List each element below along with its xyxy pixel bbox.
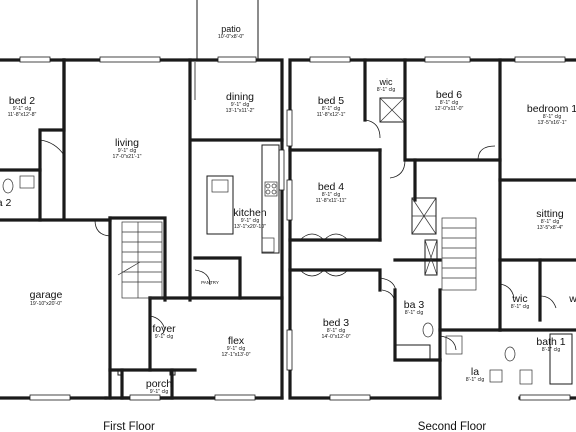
bed-3-dims1: 8'-1" clg <box>327 328 346 334</box>
sitting-dims2: 13'-5"x8'-4" <box>537 225 563 231</box>
first-floor-label: First Floor <box>103 421 155 432</box>
wic-right-label: wic <box>511 293 527 305</box>
wic-top-label: wic <box>379 77 393 87</box>
second-floor-interior-walls <box>288 58 576 362</box>
bed-6-dims1: 8'-1" clg <box>440 100 459 106</box>
patio-dims: 10'-0"x8'-0" <box>218 34 244 40</box>
first-floor-interior-walls <box>0 58 284 400</box>
garage-dims: 19'-10"x20'-0" <box>30 301 62 307</box>
wic-right-dims: 8'-1" clg <box>511 304 530 310</box>
patio <box>196 0 259 60</box>
porch-label: porch <box>146 378 172 390</box>
bed-6-label: bed 6 <box>436 89 462 101</box>
second-floor-closets <box>379 97 438 276</box>
bath-3-label: ba 3 <box>404 299 425 311</box>
bath-2-fixtures <box>2 175 35 194</box>
second-floor-bath-fixtures <box>395 322 573 385</box>
bed-2-dims2: 11'-8"x12'-8" <box>8 112 37 118</box>
bath-1-label: bath 1 <box>536 336 565 348</box>
bedroom-1-dims2: 13'-5"x16'-1" <box>537 120 566 126</box>
foyer-label: foyer <box>152 323 176 335</box>
bed-5-dims1: 8'-1" clg <box>322 106 341 112</box>
living-label: living <box>115 137 139 149</box>
dining-label: dining <box>226 91 254 103</box>
bed-6-dims2: 12'-0"x11'-0" <box>435 106 464 112</box>
second-floor-windows <box>286 56 571 401</box>
bedroom-1-dims1: 8'-1" clg <box>543 114 562 120</box>
laundry-label: la <box>471 366 479 378</box>
bath-1-dims: 8'-1" clg <box>542 347 561 353</box>
first-floor-windows <box>19 56 285 401</box>
sitting-dims1: 8'-1" clg <box>541 219 560 225</box>
foyer-dims: 9'-1" clg <box>155 334 174 340</box>
bed-4-dims1: 8'-1" clg <box>322 192 341 198</box>
dining-dims1: 9'-1" clg <box>231 102 250 108</box>
wic-top-dims: 8'-1" clg <box>377 87 396 93</box>
flex-label: flex <box>228 335 245 347</box>
flex-dims2: 12'-1"x13'-0" <box>221 352 250 358</box>
dining-dims2: 13'-1"x11'-2" <box>226 108 255 114</box>
patio-label: patio <box>221 24 241 34</box>
bed-4-label: bed 4 <box>318 181 344 193</box>
kitchen-dims1: 9'-1" clg <box>241 218 260 224</box>
first-floor-plan: patio 10'-0"x8'-0" bed 2 9'-1" clg 11'-8… <box>0 0 285 432</box>
kitchen-fixtures <box>206 144 280 254</box>
living-dims1: 9'-1" clg <box>118 148 137 154</box>
bedroom-1-label: bedroom 1 <box>527 103 576 115</box>
bed-2-label: bed 2 <box>9 95 35 107</box>
bed-3-label: bed 3 <box>323 317 349 329</box>
bed-5-dims2: 11'-8"x12'-1" <box>317 112 346 118</box>
bed-5-label: bed 5 <box>318 95 344 107</box>
second-floor-label: Second Floor <box>418 421 487 432</box>
second-floor-plan: bed 5 8'-1" clg 11'-8"x12'-1" wic 8'-1" … <box>286 56 576 432</box>
bed-3-dims2: 14'-0"x12'-0" <box>321 334 350 340</box>
pantry-label: PANTRY <box>201 280 219 285</box>
flex-dims1: 9'-1" clg <box>227 346 246 352</box>
bath-3-dims: 8'-1" clg <box>405 310 424 316</box>
living-dims2: 17'-0"x21'-1" <box>112 154 141 160</box>
second-floor-doors <box>299 119 557 351</box>
first-floor-stairs <box>117 221 163 299</box>
bed-2-dims1: 9'-1" clg <box>13 106 32 112</box>
garage-label: garage <box>30 289 63 301</box>
kitchen-label: kitchen <box>233 207 266 219</box>
kitchen-dims2: 13'-1"x20'-10" <box>234 224 266 230</box>
second-floor-stairs <box>441 217 477 291</box>
laundry-dims: 8'-1" clg <box>466 377 485 383</box>
first-floor-doors <box>39 62 211 331</box>
porch-columns <box>117 369 176 376</box>
sitting-label: sitting <box>536 208 564 220</box>
porch-dims: 9'-1" clg <box>150 389 169 395</box>
bath-2-label: a 2 <box>0 197 11 209</box>
bed-4-dims2: 11'-8"x11'-11" <box>316 198 347 204</box>
wic-edge-label: w <box>568 293 576 305</box>
